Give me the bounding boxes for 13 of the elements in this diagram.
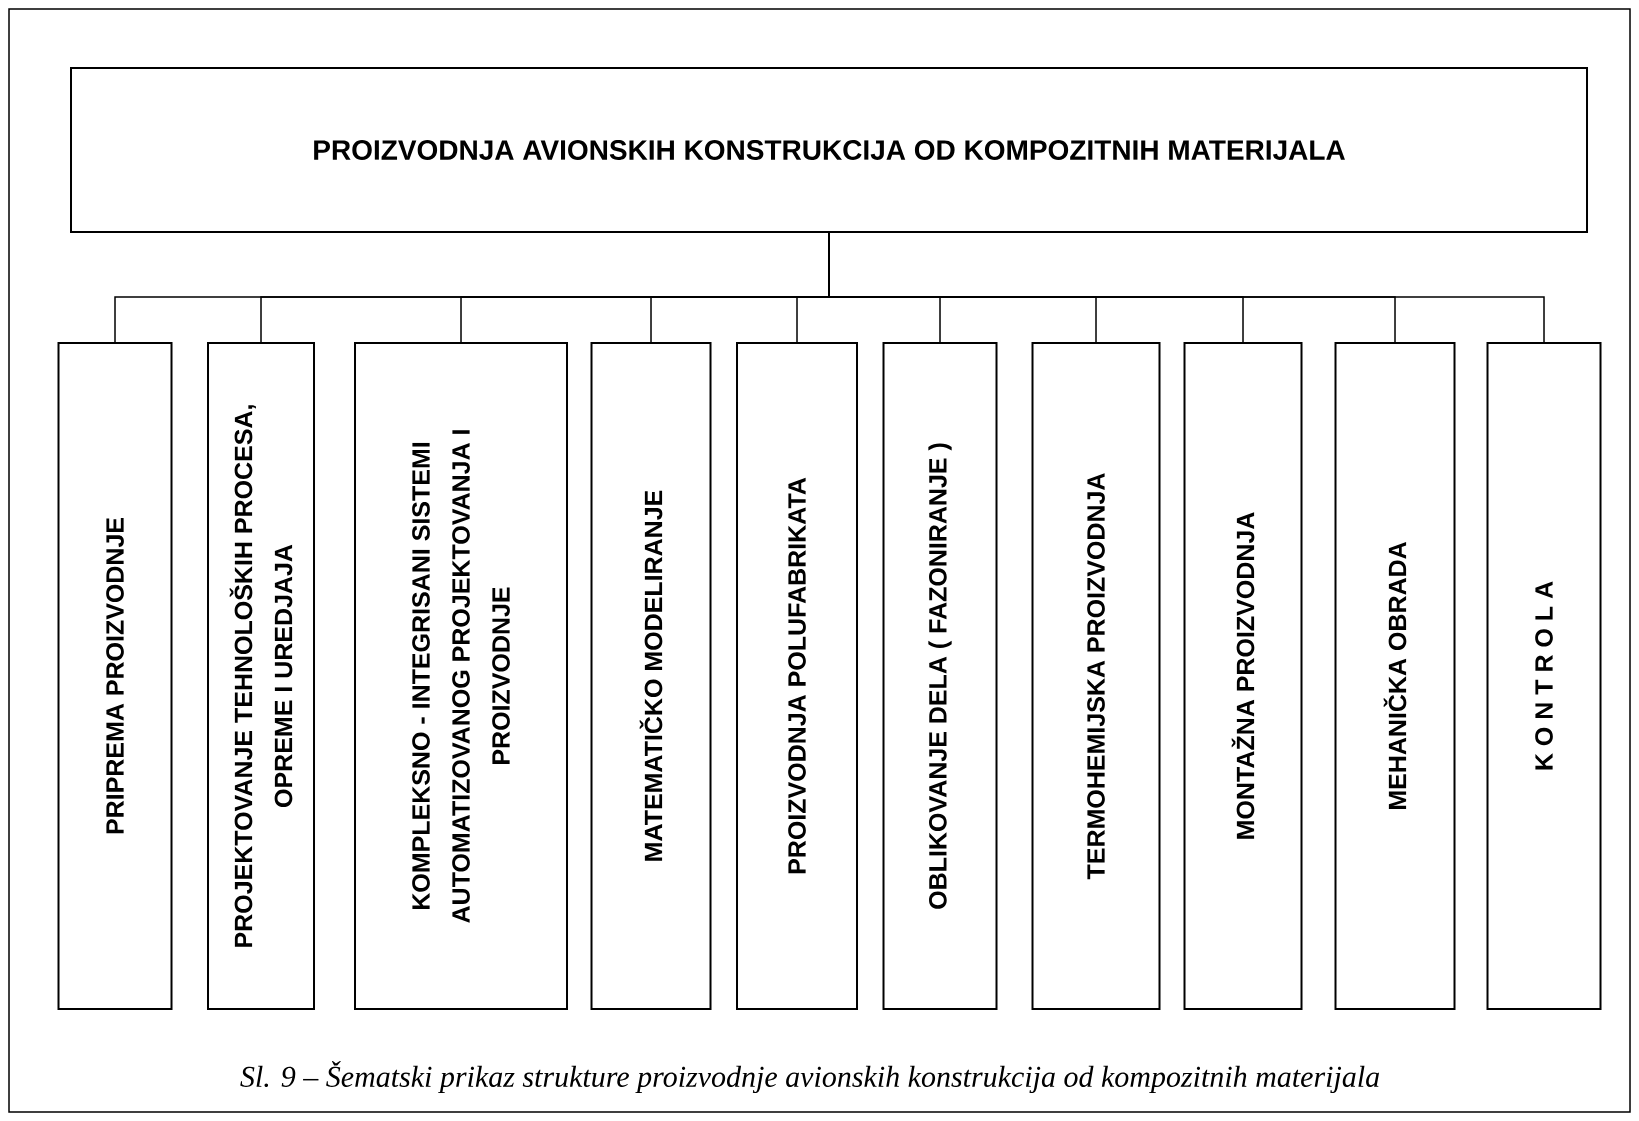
category-box: PROIZVODNJA POLUFABRIKATA [736,342,858,1010]
connector-line [828,232,1545,343]
category-box: TERMOHEMIJSKA PROIZVODNJA [1031,342,1161,1010]
category-box: PRIPREMA PROIZVODNJE [57,342,173,1010]
category-box: K O N T R O L A [1486,342,1602,1010]
category-box: KOMPLEKSNO - INTEGRISANI SISTEMI AUTOMATIZOVANOG PROJEKTOVANJA I PROIZVODNJE [354,342,568,1010]
category-box: PROJEKTOVANJE TEHNOLOŠKIH PROCESA, OPREME I UREDJAJA [207,342,315,1010]
category-box: OBLIKOVANJE DELA ( FAZONIRANJE ) [882,342,998,1010]
title-box: PROIZVODNJA AVIONSKIH KONSTRUKCIJA OD KOMPOZITNIH MATERIJALA [70,67,1588,233]
category-box: MEHANIČKA OBRADA [1334,342,1456,1010]
caption: Sl. 9 – Šematski prikaz strukture proizvodnje avionskih konstrukcija od kompozitnih materijala [240,1060,1380,1094]
category-box: MONTAŽNA PROIZVODNJA [1183,342,1303,1010]
category-box: MATEMATIČKO MODELIRANJE [590,342,712,1010]
